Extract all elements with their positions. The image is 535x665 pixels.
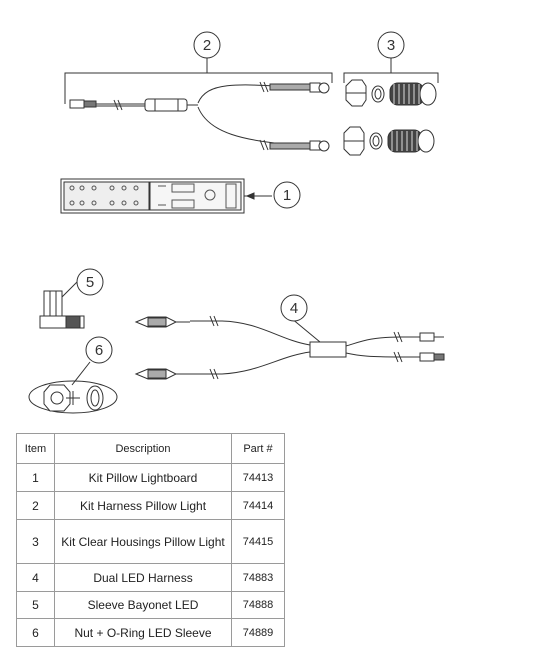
callout-1: 1 <box>283 187 291 204</box>
description-cell: Kit Clear Housings Pillow Light <box>54 519 232 564</box>
parts-table: Item Description Part # 1 Kit Pillow Lig… <box>16 433 285 647</box>
part-cell: 74883 <box>231 563 285 592</box>
description-cell: Sleeve Bayonet LED <box>54 591 232 619</box>
callout-4: 4 <box>290 300 298 317</box>
item-cell: 4 <box>16 563 55 592</box>
header-item: Item <box>16 433 55 464</box>
dual-led-harness <box>134 315 445 380</box>
item-cell: 1 <box>16 463 55 492</box>
callout-6: 6 <box>95 342 103 359</box>
table-row: 1 Kit Pillow Lightboard 74413 <box>16 463 285 492</box>
table-row: 6 Nut + O-Ring LED Sleeve 74889 <box>16 618 285 647</box>
item-cell: 3 <box>16 519 55 564</box>
table-row: 2 Kit Harness Pillow Light 74414 <box>16 491 285 520</box>
part-cell: 74414 <box>231 491 285 520</box>
harness-pillow-light <box>64 58 333 152</box>
callout-2: 2 <box>203 37 211 54</box>
parts-diagram: 2 3 1 5 4 6 <box>28 31 445 414</box>
table-row: 4 Dual LED Harness 74883 <box>16 563 285 592</box>
header-description: Description <box>54 433 232 464</box>
table-row: 5 Sleeve Bayonet LED 74888 <box>16 591 285 619</box>
pillow-lightboard <box>60 178 245 214</box>
item-cell: 2 <box>16 491 55 520</box>
description-cell: Dual LED Harness <box>54 563 232 592</box>
callout-3: 3 <box>387 37 395 54</box>
part-cell: 74415 <box>231 519 285 564</box>
description-cell: Kit Harness Pillow Light <box>54 491 232 520</box>
part-cell: 74888 <box>231 591 285 619</box>
table-row: 3 Kit Clear Housings Pillow Light 74415 <box>16 519 285 564</box>
sleeve-bayonet <box>39 278 85 329</box>
callout-5: 5 <box>86 274 94 291</box>
table-header-row: Item Description Part # <box>16 433 285 464</box>
part-cell: 74889 <box>231 618 285 647</box>
description-cell: Nut + O-Ring LED Sleeve <box>54 618 232 647</box>
header-part: Part # <box>231 433 285 464</box>
nut-oring <box>28 361 118 414</box>
item-cell: 6 <box>16 618 55 647</box>
part-cell: 74413 <box>231 463 285 492</box>
description-cell: Kit Pillow Lightboard <box>54 463 232 492</box>
clear-housings <box>343 58 439 156</box>
item-cell: 5 <box>16 591 55 619</box>
